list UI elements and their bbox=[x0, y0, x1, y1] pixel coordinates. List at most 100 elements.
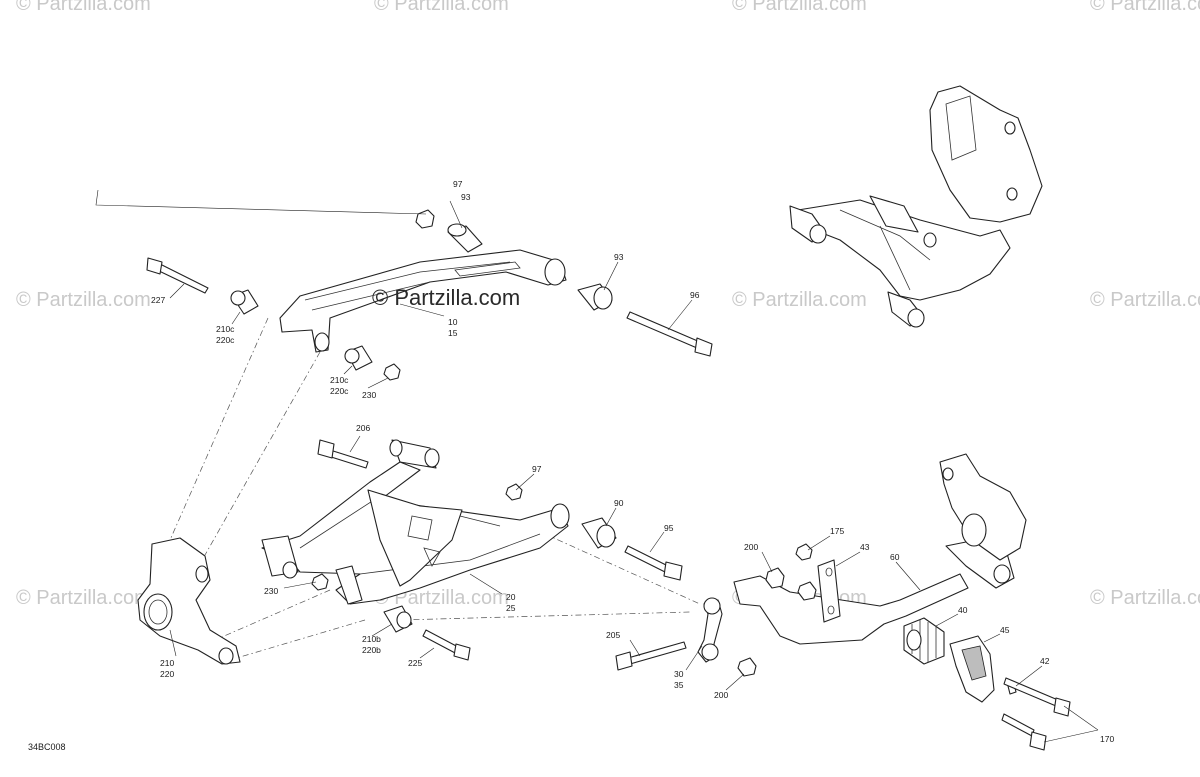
diagram-code: 34BC008 bbox=[28, 742, 66, 752]
callout-206: 206 bbox=[356, 423, 370, 433]
lower-arm-front-pivot-end bbox=[282, 561, 298, 579]
upper-arm-ball-joint-mount bbox=[314, 332, 330, 352]
callout-43: 43 bbox=[860, 542, 870, 552]
upper-arm-pivot-sleeve bbox=[544, 258, 566, 286]
callout-210c: 210c bbox=[216, 324, 235, 334]
lower-a-arm-group bbox=[261, 439, 683, 661]
callout-205: 205 bbox=[606, 630, 620, 640]
upper-arm-slot bbox=[454, 261, 521, 277]
plate-43-hole bbox=[825, 567, 833, 577]
callout-220: 220 bbox=[160, 669, 174, 679]
leader-line bbox=[367, 377, 389, 389]
assembly-line bbox=[204, 351, 321, 556]
callout-15: 15 bbox=[448, 328, 458, 338]
leader-line bbox=[983, 633, 1001, 643]
callout-25: 25 bbox=[506, 603, 516, 613]
leader-line bbox=[95, 189, 427, 215]
bolt-206-shaft bbox=[327, 449, 369, 469]
bolt-170-lower-head bbox=[1029, 731, 1047, 751]
bolt-170-upper-head bbox=[1053, 697, 1071, 717]
bolt-96-shaft bbox=[626, 311, 701, 349]
leader-line bbox=[231, 311, 241, 325]
callout-210b: 210b bbox=[362, 634, 381, 644]
callout-labels: 97 93 93 96 227 210c 220c 10 15 210c 220… bbox=[151, 179, 1114, 744]
callout-42: 42 bbox=[1040, 656, 1050, 666]
knuckle-upper-mount bbox=[195, 565, 209, 583]
bushing-210c-bottom-face bbox=[344, 348, 360, 364]
assembled-rear-bushing-end bbox=[907, 308, 925, 328]
leader-line bbox=[399, 303, 445, 317]
steering-knuckle bbox=[137, 537, 241, 665]
callout-200: 200 bbox=[744, 542, 758, 552]
callout-40: 40 bbox=[958, 605, 968, 615]
callout-96: 96 bbox=[690, 290, 700, 300]
leader-line bbox=[667, 299, 693, 331]
bolt-227-shaft bbox=[156, 263, 209, 294]
bolt-205-shaft bbox=[627, 641, 687, 665]
leader-line bbox=[283, 581, 317, 589]
leader-line bbox=[605, 507, 617, 527]
watermark: © Partzilla.com bbox=[732, 0, 867, 15]
callout-35: 35 bbox=[674, 680, 684, 690]
bushing-210c-top-face bbox=[230, 290, 246, 306]
watermark: © Partzilla.com bbox=[1090, 0, 1200, 15]
sway-bar-bracket-upper bbox=[939, 453, 1027, 561]
bolt-227-head bbox=[146, 257, 163, 275]
leader-line bbox=[603, 261, 619, 291]
leader-line bbox=[1015, 665, 1043, 687]
assembly-line bbox=[544, 533, 701, 605]
callout-175: 175 bbox=[830, 526, 844, 536]
assembled-nut bbox=[1004, 121, 1016, 135]
bolt-95-head bbox=[663, 561, 683, 581]
callout-227: 227 bbox=[151, 295, 165, 305]
leader-line bbox=[1043, 705, 1099, 743]
assembly-line bbox=[229, 619, 366, 661]
nut-200-lower bbox=[737, 657, 757, 677]
callout-225: 225 bbox=[408, 658, 422, 668]
brand-label: © Partzilla.com bbox=[372, 285, 520, 310]
callout-200: 200 bbox=[714, 690, 728, 700]
watermark: © Partzilla.com bbox=[374, 587, 509, 609]
bushing-40-bore bbox=[906, 629, 922, 651]
lower-arm-ball-joint-mount bbox=[335, 565, 363, 605]
sway-bar-link-upper-joint bbox=[703, 597, 721, 615]
assembly-lines bbox=[169, 317, 701, 661]
leader-line bbox=[685, 645, 703, 671]
nut-230-lower bbox=[311, 573, 329, 591]
assembled-front-bushing-end bbox=[809, 224, 827, 244]
callout-60: 60 bbox=[890, 552, 900, 562]
leader-line bbox=[649, 531, 665, 553]
leader-line bbox=[725, 673, 745, 691]
callout-93: 93 bbox=[614, 252, 624, 262]
lower-arm-rear-pivot-end bbox=[424, 448, 440, 468]
leader-line bbox=[169, 283, 185, 299]
knuckle-bearing-bore bbox=[143, 593, 173, 631]
callout-93: 93 bbox=[461, 192, 471, 202]
nut-200-upper bbox=[765, 567, 785, 589]
leader-line bbox=[807, 535, 831, 551]
sway-bar-bracket-nut bbox=[942, 467, 954, 481]
leader-line bbox=[515, 473, 535, 491]
assembly-line bbox=[169, 317, 269, 541]
leader-line bbox=[835, 551, 861, 567]
assembled-lower-arm bbox=[797, 199, 1011, 301]
knuckle-tie-rod-mount bbox=[218, 647, 234, 665]
assembled-shock-body bbox=[869, 195, 919, 233]
upper-a-arm bbox=[279, 249, 567, 353]
leader-line bbox=[895, 561, 921, 591]
callout-90: 90 bbox=[614, 498, 624, 508]
plate-43-hole bbox=[827, 605, 835, 615]
bolt-96-head bbox=[694, 337, 713, 357]
clamp-45-channel bbox=[961, 645, 987, 681]
knuckle-bearing-bore-inner bbox=[148, 599, 168, 625]
bushing-90-face bbox=[596, 524, 616, 548]
watermark: © Partzilla.com bbox=[16, 289, 151, 311]
bushing-93-top-face bbox=[447, 223, 467, 237]
assembly-line bbox=[399, 611, 691, 621]
assembly-line bbox=[214, 589, 331, 641]
leader-line bbox=[343, 365, 353, 375]
callout-230: 230 bbox=[362, 390, 376, 400]
nut-230-top bbox=[383, 363, 401, 381]
lower-arm-bracket-cutouts bbox=[407, 515, 441, 567]
lower-arm-shock-bracket bbox=[367, 489, 463, 587]
